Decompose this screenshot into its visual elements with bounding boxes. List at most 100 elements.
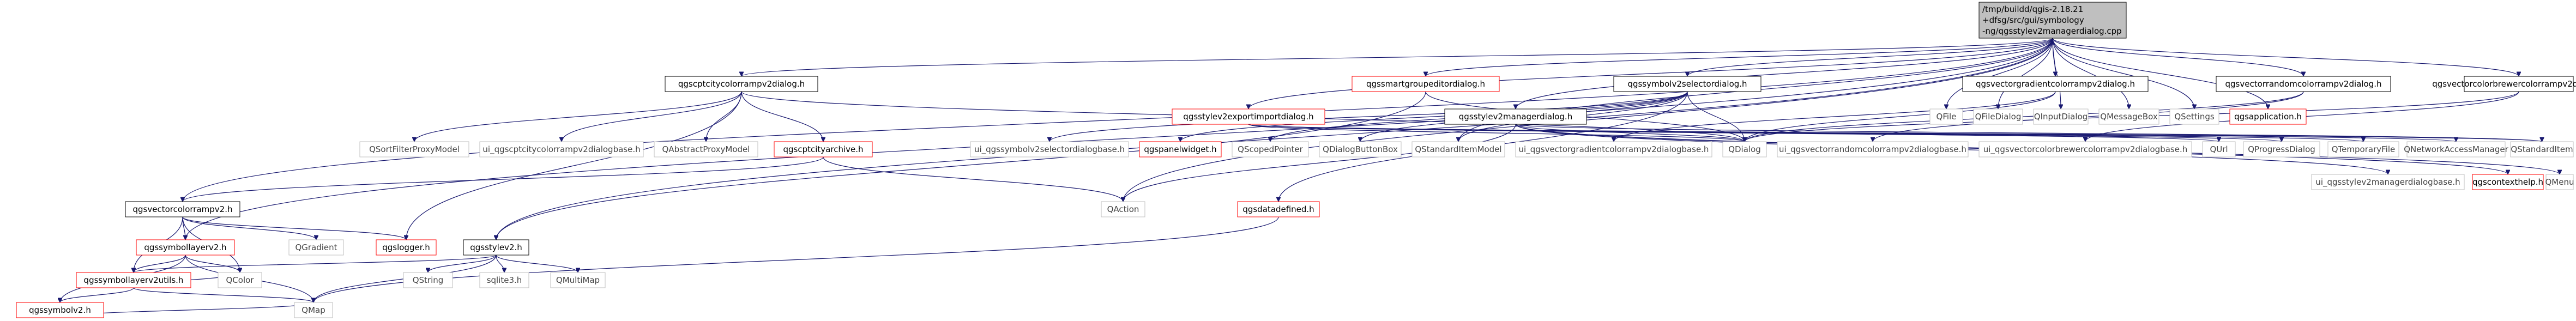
node-qgsstylev2[interactable]: qgsstylev2.h [463, 239, 529, 256]
node-QNetworkAccessManager: QNetworkAccessManager [2404, 141, 2509, 158]
node-qgsstylev2exportimportdialog[interactable]: qgsstylev2exportimportdialog.h [1172, 108, 1325, 125]
node-label: qgsvectorcolorbrewercolorrampv2dialog.h [2432, 79, 2576, 89]
node-label: ui_qgsstylev2managerdialogbase.h [2315, 177, 2460, 187]
node-label: qgscptcitycolorrampv2dialog.h [678, 79, 805, 89]
node-label: qgsdatadefined.h [1242, 204, 1314, 214]
edge-qgscptcitycolorrampv2dialog-to-qgscptcityarchive [741, 91, 823, 142]
edge-qgsstylev2-to-QMultiMap [496, 255, 578, 273]
node-label: qgsstylev2.h [470, 243, 522, 252]
node-box [2033, 108, 2089, 125]
edge-qgssymbolv2selectordialog-to-QDialog [1687, 91, 1745, 142]
node-label: QScopedPointer [1238, 144, 1303, 154]
node-label: QStandardItemModel [1415, 144, 1501, 154]
edge-qgsstylev2exportimportdialog-to-QTemporaryFile [1248, 124, 2363, 142]
node-box [294, 302, 333, 318]
node-box [1444, 108, 1587, 125]
node-box [1613, 76, 1761, 92]
edge-qgsstylev2-to-qgssymbollayerv2utils [134, 255, 497, 273]
node-qgsvectorrandomcolorrampv2dialog[interactable]: qgsvectorrandomcolorrampv2dialog.h [2216, 76, 2391, 92]
node-qgssmartgroupeditordialog[interactable]: qgssmartgroupeditordialog.h [1352, 76, 1500, 92]
node-QString: QString [403, 272, 453, 288]
node-qgscontexthelp[interactable]: qgscontexthelp.h [2472, 174, 2544, 190]
node-box [774, 141, 873, 158]
node-qgsvectorgradientcolorrampv2dialog[interactable]: qgsvectorgradientcolorrampv2dialog.h [1962, 76, 2149, 92]
edge-qgscptcitycolorrampv2dialog-to-qgslogger [406, 91, 742, 240]
node-label: QString [413, 275, 444, 285]
edge-root-to-qgsvectorrandomcolorrampv2dialog [2052, 38, 2303, 77]
edge-qgsvectorcolorrampv2-to-qgslogger [182, 216, 406, 240]
node-qgsdatadefined[interactable]: qgsdatadefined.h [1237, 201, 1320, 217]
edge-qgssymbollayerv2-to-qgssymbollayerv2utils [134, 255, 186, 273]
node-box [1139, 141, 1222, 158]
root-file-node[interactable]: /tmp/buildd/qgis-2.18.21+dfsg/src/gui/sy… [1978, 2, 2127, 39]
node-label: qgssmartgroupeditordialog.h [1366, 79, 1485, 89]
edge-root-to-qgssymbollayerv2 [185, 38, 2053, 240]
node-ui_qgsstylev2managerdialogbase: ui_qgsstylev2managerdialogbase.h [2311, 174, 2465, 190]
edge-qgsstylev2-to-QString [428, 255, 497, 273]
node-label: QDialog [1728, 144, 1761, 154]
edge-qgsstylev2exportimportdialog-to-QStandardItem [1248, 124, 2542, 142]
node-label: QInputDialog [2034, 112, 2088, 122]
node-label: QProgressDialog [2248, 144, 2315, 154]
edge-qgscptcitycolorrampv2dialog-to-ui_qgscptcitycolorrampv2dialogbase [562, 91, 742, 142]
node-label: ui_qgsvectorcolorbrewercolorrampv2dialog… [1983, 144, 2188, 155]
node-qgsapplication[interactable]: qgsapplication.h [2229, 108, 2307, 125]
edge-qgssymbollayerv2utils-to-qgssymbolv2 [60, 287, 134, 303]
edge-root-to-QFile [1946, 38, 2053, 109]
node-box [1319, 141, 1402, 158]
node-label: QTemporaryFile [2332, 144, 2395, 154]
node-label: qgsvectorgradientcolorrampv2dialog.h [1976, 79, 2135, 89]
node-box [1929, 108, 1963, 125]
node-box [125, 201, 240, 217]
node-qgsstylev2managerdialog[interactable]: qgsstylev2managerdialog.h [1444, 108, 1587, 125]
node-box [136, 239, 235, 256]
edge-root-to-QFileDialog [1998, 38, 2053, 109]
node-label: QSettings [2174, 112, 2215, 122]
node-box [654, 141, 758, 158]
edge-root-to-qgssymbolv2selectordialog [1687, 38, 2053, 77]
node-label: qgssymbollayerv2.h [144, 243, 226, 252]
node-QUrl: QUrl [2202, 141, 2236, 158]
node-ui_qgssymbolv2selectordialogbase: ui_qgssymbolv2selectordialogbase.h [970, 141, 1129, 158]
node-label: QNetworkAccessManager [2404, 144, 2508, 154]
node-box [2510, 141, 2574, 158]
node-box [1232, 141, 1309, 158]
edge-root-to-QAction [1123, 38, 2053, 202]
node-QSettings: QSettings [2169, 108, 2219, 125]
node-box [2098, 108, 2159, 125]
node-qgssymbollayerv2utils[interactable]: qgssymbollayerv2utils.h [76, 272, 191, 288]
node-box [2545, 174, 2574, 190]
node-label: QMap [301, 305, 325, 315]
node-label: QAction [1107, 204, 1139, 214]
node-qgscptcitycolorrampv2dialog[interactable]: qgscptcitycolorrampv2dialog.h [665, 76, 818, 92]
node-qgspanelwidget[interactable]: qgspanelwidget.h [1139, 141, 1222, 158]
node-qgssymbolv2selectordialog[interactable]: qgssymbolv2selectordialog.h [1613, 76, 1761, 92]
node-QMap: QMap [294, 302, 333, 318]
node-QAction: QAction [1101, 201, 1145, 217]
node-box [1411, 141, 1505, 158]
edge-root-to-QMessageBox [2052, 38, 2129, 109]
node-box [2327, 141, 2399, 158]
node-label: ui_qgscptcitycolorrampv2dialogbase.h [482, 144, 640, 155]
edge-qgsstylev2exportimportdialog-to-QDialog [1248, 124, 1745, 142]
edge-qgssymbollayerv2-to-QColor [185, 255, 240, 273]
node-box [665, 76, 818, 92]
node-QStandardItem: QStandardItem [2510, 141, 2574, 158]
root-file-path-line: +dfsg/src/gui/symbology [1982, 15, 2084, 25]
node-qgsvectorcolorbrewercolorrampv2dialog[interactable]: qgsvectorcolorbrewercolorrampv2dialog.h [2432, 76, 2576, 92]
edge-qgscptcityarchive-to-QAction [823, 156, 1123, 202]
node-label: qgssymbollayerv2utils.h [84, 275, 184, 285]
root-file-path-line: /tmp/buildd/qgis-2.18.21 [1982, 4, 2083, 14]
node-qgssymbollayerv2[interactable]: qgssymbollayerv2.h [136, 239, 235, 256]
edge-qgscptcitycolorrampv2dialog-to-QAbstractProxyModel [706, 91, 742, 142]
node-qgssymbolv2[interactable]: qgssymbolv2.h [16, 302, 104, 318]
node-label: QMessageBox [2100, 112, 2158, 122]
edge-root-to-qgsvectorcolorrampv2 [183, 38, 2053, 202]
node-QFileDialog: QFileDialog [1973, 108, 2023, 125]
node-QColor: QColor [218, 272, 262, 288]
node-box [2472, 174, 2544, 190]
node-qgslogger[interactable]: qgslogger.h [376, 239, 437, 256]
node-label: qgsstylev2managerdialog.h [1459, 112, 1572, 122]
node-qgscptcityarchive[interactable]: qgscptcityarchive.h [774, 141, 873, 158]
node-qgsvectorcolorrampv2[interactable]: qgsvectorcolorrampv2.h [125, 201, 240, 217]
